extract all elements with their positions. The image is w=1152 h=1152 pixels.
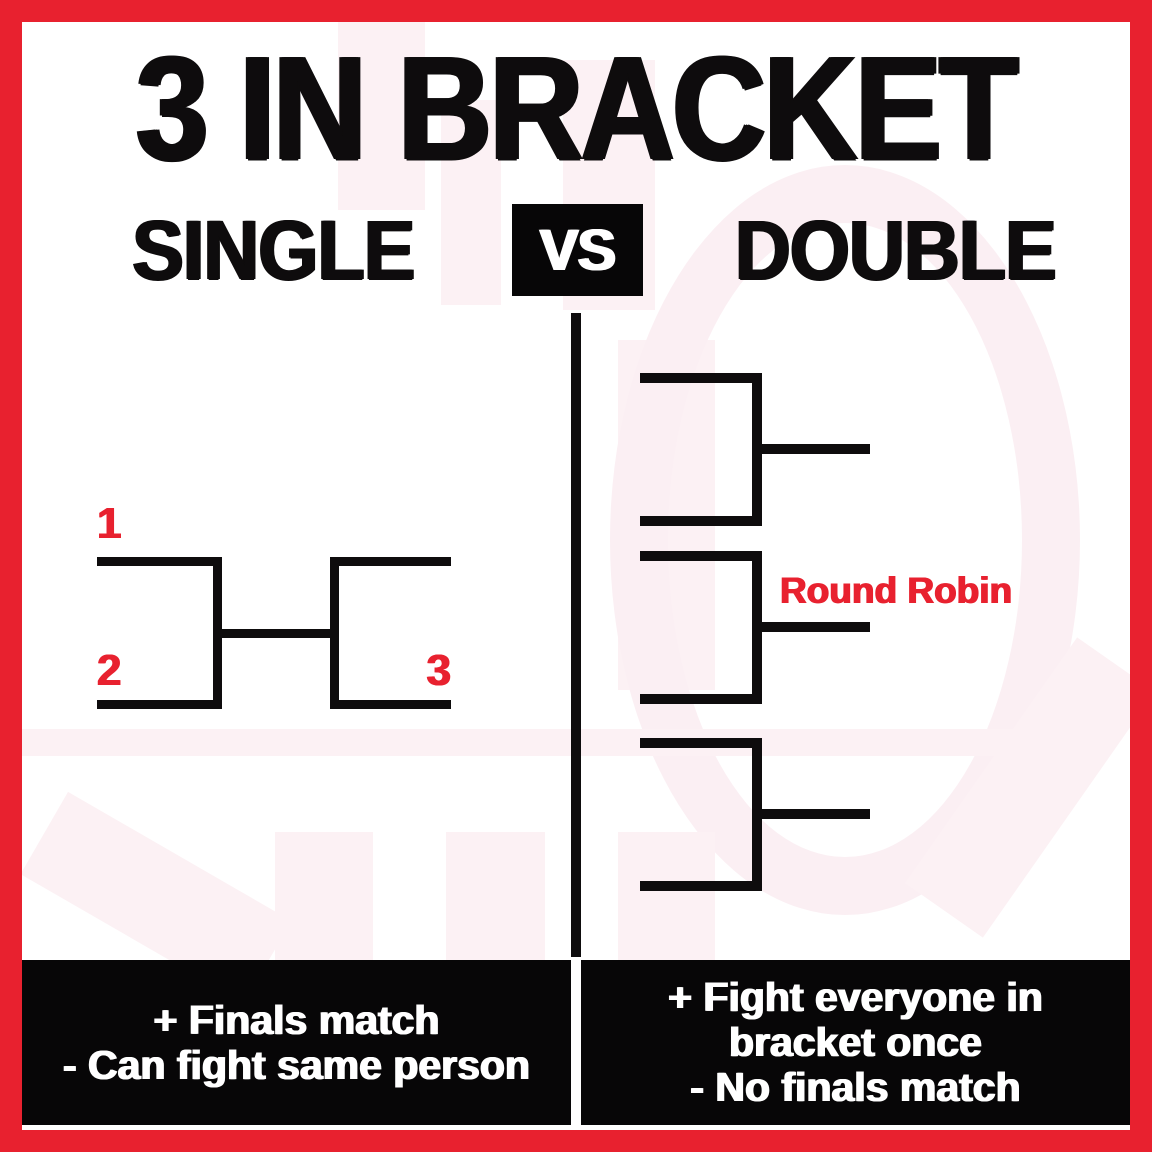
page-title: 3 IN BRACKET [0,26,1152,191]
seed3-line [330,700,451,709]
vs-badge: VS [512,204,643,296]
watermark-shape [446,832,545,960]
footnote-line: + Fight everyone in [668,974,1043,1020]
footnote-line: bracket once [729,1019,982,1065]
watermark-shape [22,729,1108,756]
match-bottom-line [640,881,762,891]
single-elimination-heading: SINGLE [131,202,415,297]
match-bottom-line [640,516,762,526]
match-top-line [640,551,762,561]
seed-2-label: 2 [97,646,122,695]
match-vertical [752,551,762,704]
match-top-line [640,373,762,383]
double-footnote-panel: + Fight everyone in bracket once - No fi… [581,960,1130,1125]
double-elimination-heading: DOUBLE [734,202,1057,297]
watermark-shape [275,832,373,960]
seed2-line [97,700,222,709]
final-join-vertical [330,557,339,709]
match-winner-line [762,809,870,819]
match-top-line [640,738,762,748]
final-top-line [330,557,451,566]
background-watermark [22,22,1130,1130]
single-footnote-panel: + Finals match - Can fight same person [22,960,571,1125]
match-bottom-line [640,694,762,704]
finals-connector-line [222,629,330,638]
footnote-line: + Finals match [153,996,440,1043]
round-robin-match [640,738,870,891]
page-title-text: 3 IN BRACKET [135,26,1019,191]
seed-1-label: 1 [97,499,122,548]
watermark-shape [338,22,425,210]
round-robin-match [640,373,870,526]
watermark-shape [618,832,715,960]
seed1-line [97,557,222,566]
round-robin-label: Round Robin [780,570,1013,611]
footnote-line: - Can fight same person [62,1041,530,1088]
vs-badge-label: VS [539,217,616,283]
watermark-shape [441,100,501,305]
match-vertical [752,373,762,526]
seed-3-label: 3 [426,646,451,695]
semifinal-join-vertical [213,557,222,709]
match-winner-line [762,444,870,454]
match-winner-line [762,622,870,632]
match-vertical [752,738,762,891]
round-robin-match [640,551,870,704]
center-divider-line [571,313,581,957]
footnote-line: - No finals match [690,1064,1021,1110]
